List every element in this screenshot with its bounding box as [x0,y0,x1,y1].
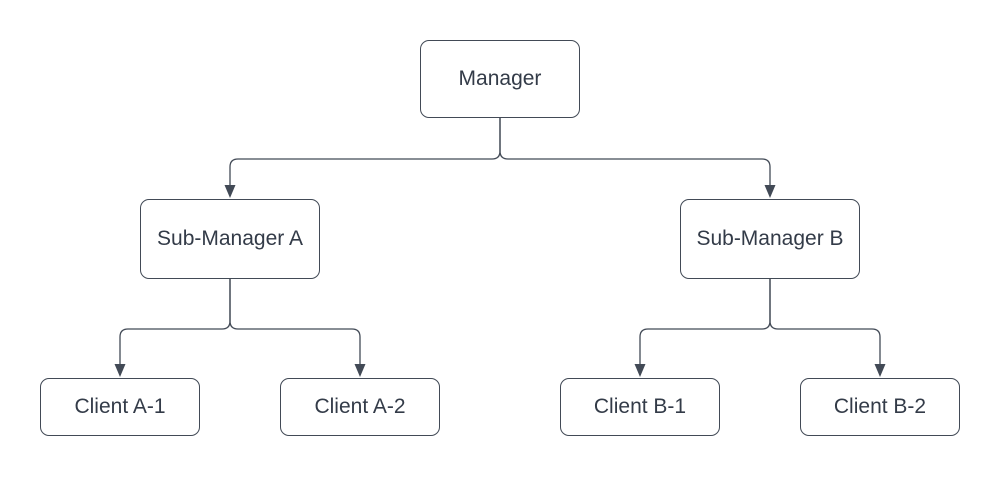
edge-manager-to-sub-manager-a [229,118,501,185]
arrowhead-sub-manager-b [764,185,776,198]
node-manager-label: Manager [458,67,542,91]
node-sub-manager-a: Sub-Manager A [140,199,320,279]
node-client-b2-label: Client B-2 [833,395,927,419]
edge-sub-manager-b-to-client-b1 [639,279,771,364]
node-client-a2: Client A-2 [280,378,440,436]
arrowhead-client-b1 [634,364,646,377]
arrowhead-client-a2 [354,364,366,377]
node-client-b1: Client B-1 [560,378,720,436]
node-sub-manager-b-label: Sub-Manager B [696,227,844,251]
node-client-a2-label: Client A-2 [314,395,406,419]
edge-sub-manager-a-to-client-a1 [119,279,231,364]
node-client-a1-label: Client A-1 [74,395,166,419]
edge-sub-manager-a-to-client-a2 [229,279,361,364]
arrowhead-sub-manager-a [224,185,236,198]
node-client-b2: Client B-2 [800,378,960,436]
arrowhead-client-a1 [114,364,126,377]
edge-sub-manager-b-to-client-b2 [769,279,881,364]
edge-manager-to-sub-manager-b [499,118,771,185]
arrowhead-client-b2 [874,364,886,377]
node-manager: Manager [420,40,580,118]
node-sub-manager-b: Sub-Manager B [680,199,860,279]
node-client-b1-label: Client B-1 [593,395,687,419]
node-client-a1: Client A-1 [40,378,200,436]
node-sub-manager-a-label: Sub-Manager A [157,227,303,251]
